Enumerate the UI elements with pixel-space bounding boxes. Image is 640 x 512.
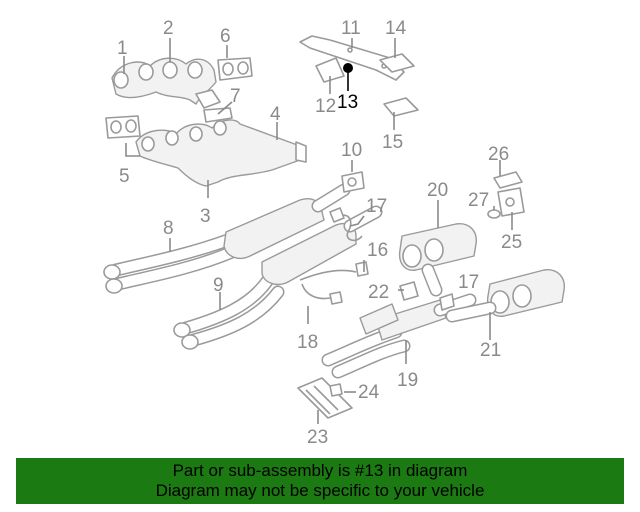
callout-labels: 1 2 3 4 5 6 7 8 9 10 11 12 13 14 15 16 1… [117, 18, 522, 448]
callout-9: 9 [213, 275, 224, 296]
callout-2: 2 [163, 18, 174, 39]
bracket-12 [315, 57, 345, 83]
callout-7: 7 [230, 86, 241, 107]
banner-line-disclaimer: Diagram may not be specific to your vehi… [155, 481, 485, 500]
banner-line-part: Part or sub-assembly is #13 in diagram [172, 461, 468, 480]
callout-1: 1 [117, 38, 128, 59]
callout-15: 15 [382, 132, 403, 153]
callout-23: 23 [307, 427, 328, 448]
callout-17-sensor: 17 [366, 196, 387, 217]
mount-17b [439, 293, 455, 311]
heat-shield-23 [297, 377, 353, 419]
callout-8: 8 [163, 218, 174, 239]
callout-6: 6 [220, 26, 231, 47]
nut-24 [329, 383, 343, 397]
mount-22 [399, 281, 419, 301]
callout-22: 22 [368, 282, 389, 303]
callout-13: 13 [337, 92, 358, 113]
rear-pipe-catalytic-converter [173, 205, 383, 350]
callout-18: 18 [297, 332, 318, 353]
callout-24: 24 [358, 382, 380, 403]
manifold-gasket-upper [217, 57, 253, 81]
part-info-banner: Part or sub-assembly is #13 in diagram D… [16, 458, 624, 504]
heat-shield-bracket-11 [299, 35, 405, 81]
callout-5: 5 [119, 166, 130, 187]
oxygen-sensors [299, 207, 369, 305]
exhaust-manifold-lower [135, 107, 307, 187]
leader-lines [123, 38, 513, 424]
exhaust-parts-diagram: 1 2 3 4 5 6 7 8 9 10 11 12 13 14 15 16 1… [103, 18, 565, 448]
hanger-25-26-27 [487, 171, 525, 219]
part-13-highlight [343, 63, 353, 73]
exhaust-manifold-upper [111, 57, 221, 109]
callout-10: 10 [341, 140, 362, 161]
callout-21: 21 [480, 340, 501, 361]
hanger-bracket-10 [341, 171, 365, 193]
bracket-15 [383, 97, 419, 117]
callout-25: 25 [501, 232, 522, 253]
callout-17-mount: 17 [458, 272, 479, 293]
callout-12: 12 [315, 96, 336, 117]
callout-20: 20 [427, 180, 448, 201]
manifold-gasket-lower [105, 115, 141, 139]
callout-27: 27 [468, 190, 489, 211]
callout-4: 4 [270, 104, 281, 125]
callout-16: 16 [367, 240, 388, 261]
rear-muffler-20 [398, 223, 477, 297]
rear-muffler-21 [445, 269, 565, 323]
callout-11: 11 [341, 18, 361, 39]
front-pipe-catalytic-converter [103, 183, 351, 294]
callout-26: 26 [488, 144, 509, 165]
callout-14: 14 [385, 18, 407, 39]
callout-19: 19 [397, 370, 418, 391]
callout-3: 3 [200, 206, 211, 227]
